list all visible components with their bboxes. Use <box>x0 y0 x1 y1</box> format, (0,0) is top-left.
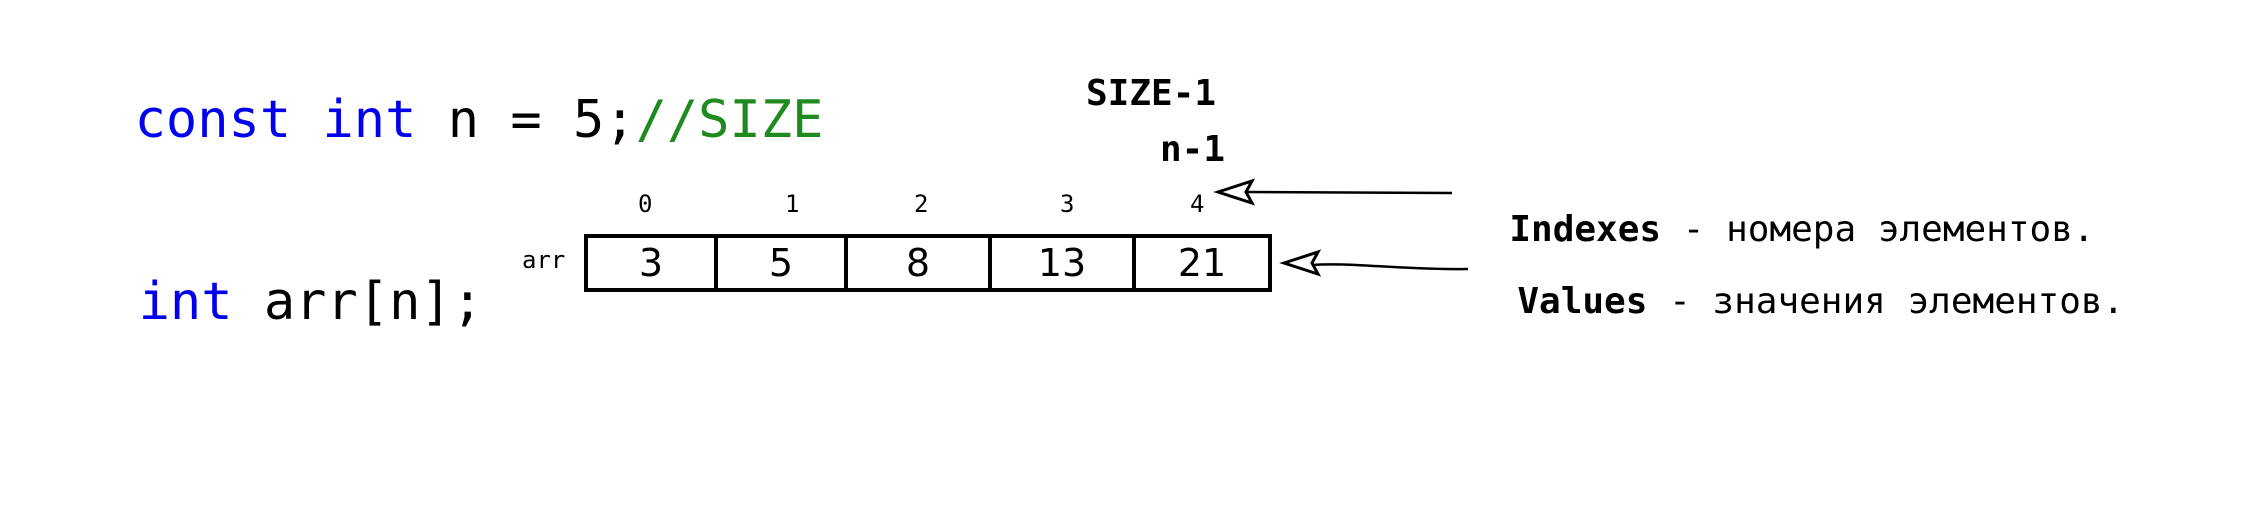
legend-values: Values - значения элементов. <box>1474 248 2124 320</box>
legend-values-desc: - значения элементов. <box>1647 281 2125 322</box>
array-cell-value: 21 <box>1177 241 1227 285</box>
size-comment: //SIZE <box>635 90 824 150</box>
code-line-array: int arr[n]; <box>76 224 483 328</box>
index-label: 4 <box>1190 190 1205 218</box>
keyword-int-array: int <box>138 272 233 332</box>
keyword-const: const <box>134 90 292 150</box>
array-declaration: arr[n]; <box>232 272 483 332</box>
legend-indexes-desc: - номера элементов. <box>1661 209 2095 250</box>
array-name-label: arr <box>522 246 566 274</box>
code-line-const: const int n = 5;//SIZE <box>72 42 824 146</box>
array-cell-value: 13 <box>1037 241 1087 285</box>
indexes-arrow-line <box>1245 190 1453 195</box>
array-cell-value: 3 <box>638 241 664 285</box>
const-declaration: n = 5; <box>416 90 636 150</box>
note-n-minus-one: n-1 <box>1160 129 1226 170</box>
array-cell-value: 8 <box>905 241 931 285</box>
values-arrowhead <box>1279 249 1322 277</box>
note-size-minus-one: SIZE-1 <box>1086 73 1217 114</box>
array-box <box>584 234 1272 292</box>
legend-indexes-title: Indexes <box>1509 209 1662 250</box>
array-cell-value: 5 <box>768 241 794 285</box>
legend-values-title: Values <box>1517 281 1648 322</box>
indexes-arrowhead <box>1213 178 1256 206</box>
index-label: 2 <box>914 190 929 218</box>
legend-indexes: Indexes - номера элементов. <box>1466 176 2095 250</box>
keyword-int: int <box>322 90 417 150</box>
index-label: 3 <box>1060 190 1075 218</box>
values-arrow-line <box>1311 263 1469 271</box>
index-label: 1 <box>785 190 800 218</box>
index-label: 0 <box>638 190 653 218</box>
